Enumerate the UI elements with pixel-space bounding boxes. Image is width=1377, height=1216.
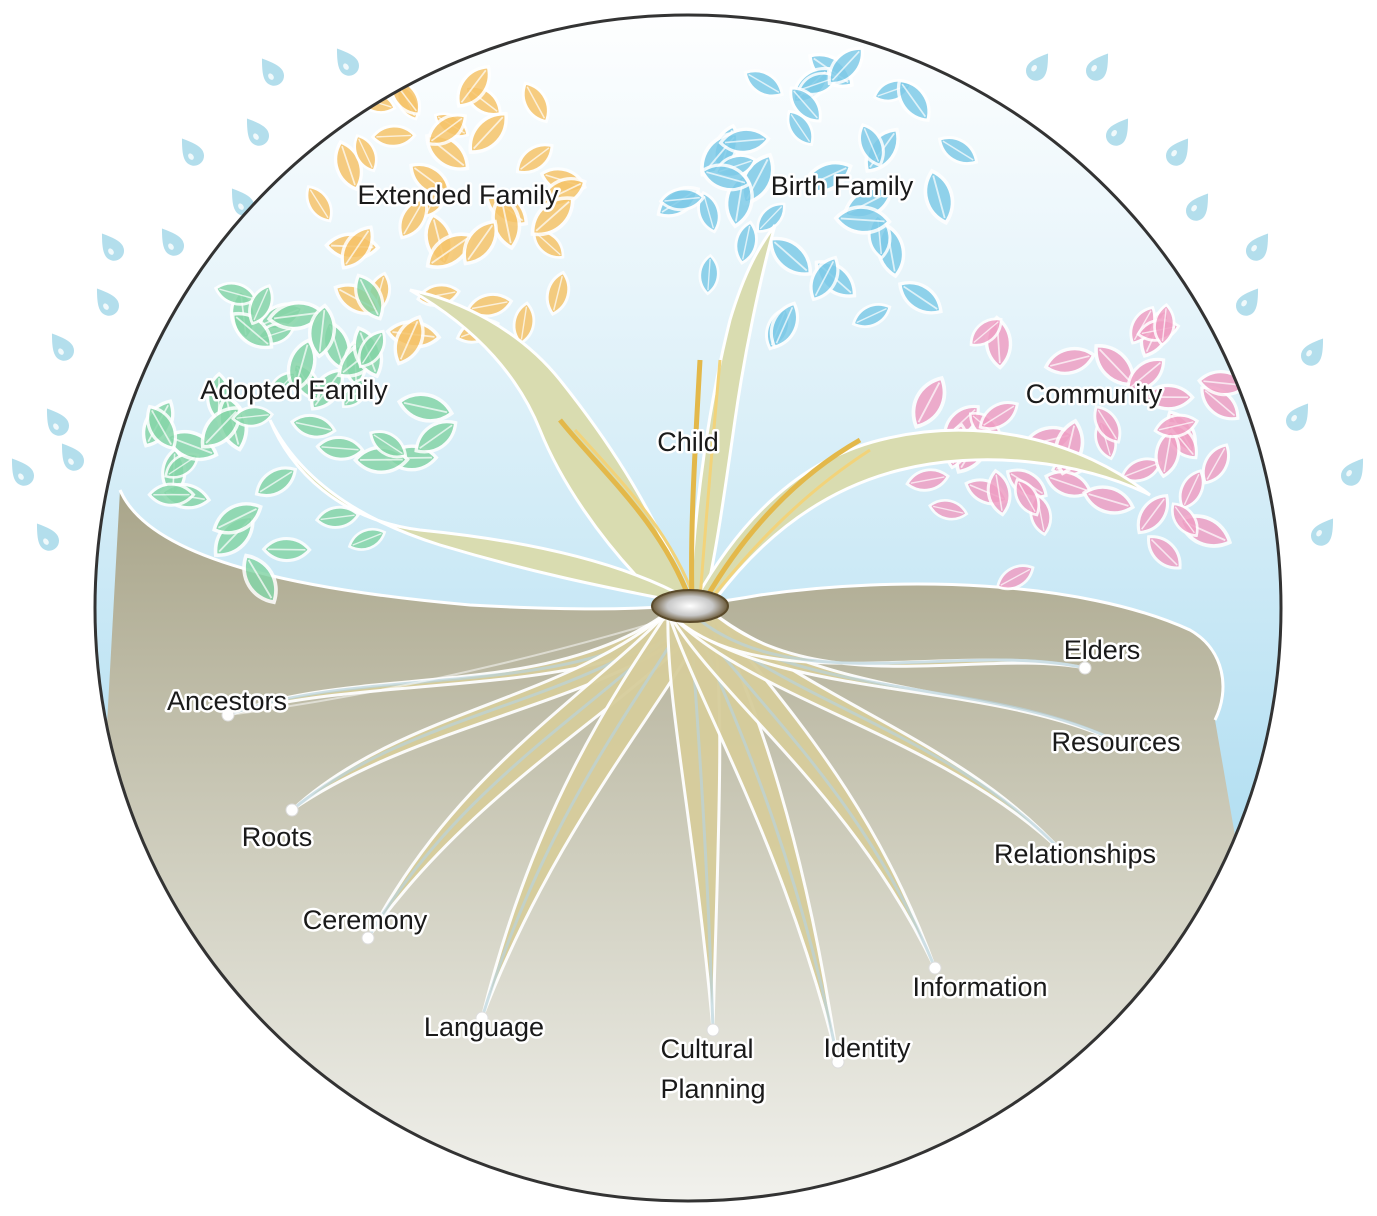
rain-drop-icon (1182, 188, 1216, 225)
label-information: Information (912, 972, 1047, 1002)
label-cultural: Cultural (660, 1034, 753, 1064)
rain-drop-icon (29, 518, 63, 555)
rain-drop-icon (94, 228, 128, 265)
label-ceremony: Ceremony (303, 905, 428, 935)
rain-drop-icon (44, 328, 78, 365)
rain-drop-icon (239, 113, 273, 150)
rain-drop-icon (1307, 513, 1341, 550)
label-roots: Roots (242, 822, 313, 852)
label-identity: Identity (823, 1033, 911, 1063)
label-elders: Elders (1064, 635, 1141, 665)
trunk-base-knot (652, 590, 728, 622)
rain-drop-icon (329, 43, 363, 80)
label-child: Child (657, 427, 719, 457)
label-relationships: Relationships (994, 839, 1156, 869)
rain-drop-icon (89, 283, 123, 320)
rain-drop-icon (1232, 283, 1266, 320)
rain-drop-icon (154, 223, 188, 260)
label-birth-family: Birth Family (771, 171, 914, 201)
rain-drop-icon (39, 403, 73, 440)
rain-drop-icon (1022, 48, 1056, 85)
label-resources: Resources (1051, 727, 1180, 757)
rain-drop-icon (1242, 228, 1276, 265)
leaf-icon (149, 484, 193, 505)
label-ancestors: Ancestors (167, 686, 287, 716)
rain-drop-icon (4, 453, 38, 490)
rain-drop-icon (174, 133, 208, 170)
label-adopted-family: Adopted Family (200, 375, 388, 405)
rain-drop-icon (1297, 333, 1331, 370)
rain-drop-icon (1337, 453, 1371, 490)
label-planning: Planning (660, 1074, 765, 1104)
label-language: Language (424, 1012, 544, 1042)
rain-drop-icon (1102, 113, 1136, 150)
rain-drop-icon (254, 53, 288, 90)
root-end-node (286, 804, 298, 816)
label-extended-family: Extended Family (357, 180, 559, 210)
rain-drop-icon (54, 438, 88, 475)
rain-drop-icon (1282, 398, 1316, 435)
rain-drop-icon (1082, 48, 1116, 85)
rain-drop-icon (1162, 133, 1196, 170)
label-community: Community (1026, 379, 1163, 409)
leaf-icon (264, 538, 310, 560)
